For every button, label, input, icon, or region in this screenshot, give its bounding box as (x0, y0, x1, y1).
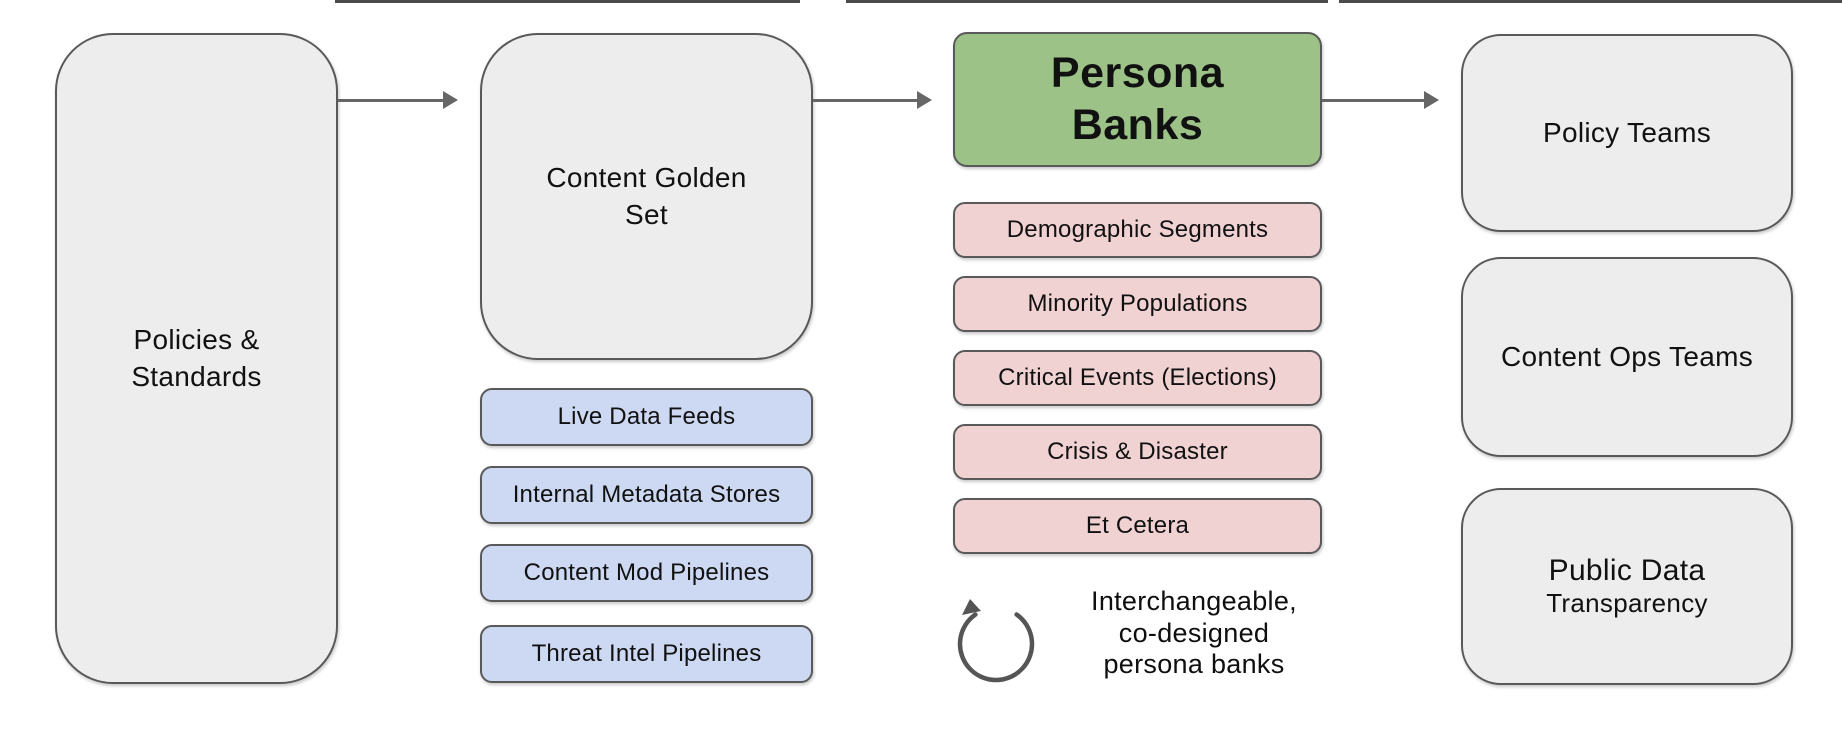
node-threat-intel-pipelines: Threat Intel Pipelines (480, 625, 813, 683)
arrow-personabanks-to-policyteams (1322, 99, 1425, 102)
node-label: Threat Intel Pipelines (531, 640, 762, 667)
node-label: Internal Metadata Stores (512, 481, 781, 508)
node-content-golden-set: Content Golden Set (480, 33, 813, 360)
node-label: Policy Teams (1542, 116, 1712, 148)
node-label: Crisis & Disaster (1047, 438, 1228, 465)
arrowhead-icon (1424, 91, 1439, 109)
node-policies-standards: Policies & Standards (55, 33, 338, 684)
node-minority-populations: Minority Populations (953, 276, 1322, 332)
arrow-policies-to-goldenset (338, 99, 444, 102)
node-label: Policies & Standards (131, 324, 262, 392)
arrowhead-icon (443, 91, 458, 109)
node-public-data-transparency: Public Data Transparency (1461, 488, 1793, 685)
node-demographic-segments: Demographic Segments (953, 202, 1322, 258)
node-internal-metadata-stores: Internal Metadata Stores (480, 466, 813, 524)
arrowhead-icon (917, 91, 932, 109)
node-label: Public Data Transparency (1546, 554, 1708, 618)
node-live-data-feeds: Live Data Feeds (480, 388, 813, 446)
node-label: Minority Populations (1027, 290, 1248, 317)
node-critical-events-elections: Critical Events (Elections) (953, 350, 1322, 406)
node-label: Demographic Segments (1006, 216, 1269, 243)
arrow-goldenset-to-personabanks (813, 99, 918, 102)
node-label: Persona Banks (1050, 48, 1225, 149)
node-policy-teams: Policy Teams (1461, 34, 1793, 232)
node-crisis-disaster: Crisis & Disaster (953, 424, 1322, 480)
loop-note: Interchangeable, co-designed persona ban… (1091, 586, 1297, 680)
node-label: Content Ops Teams (1500, 340, 1754, 372)
node-et-cetera: Et Cetera (953, 498, 1322, 554)
node-label: Et Cetera (1085, 512, 1190, 539)
cropped-box-edge (1339, 0, 1842, 3)
node-persona-banks: Persona Banks (953, 32, 1322, 167)
node-content-ops-teams: Content Ops Teams (1461, 257, 1793, 457)
node-label: Content Mod Pipelines (523, 559, 770, 586)
node-content-mod-pipelines: Content Mod Pipelines (480, 544, 813, 602)
circular-refresh-arrow-icon (957, 599, 1035, 683)
node-label: Critical Events (Elections) (998, 364, 1277, 391)
cropped-box-edge (335, 0, 800, 3)
cropped-box-edge (846, 0, 1328, 3)
node-label: Content Golden Set (546, 162, 747, 230)
node-label: Live Data Feeds (557, 403, 736, 430)
